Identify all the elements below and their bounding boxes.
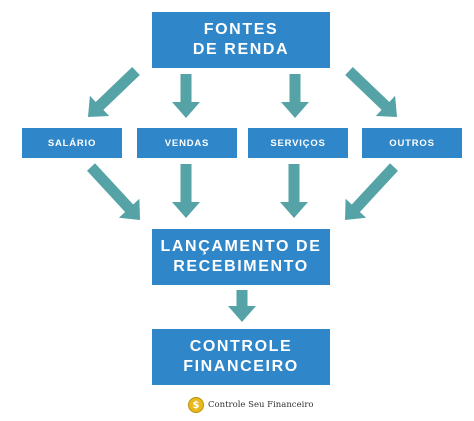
arrow-vendas-to-lancamento: [172, 164, 200, 218]
brand-name: Controle Seu Financeiro: [208, 400, 314, 410]
coin-symbol: $: [192, 399, 200, 411]
arrow-fontes-to-vendas: [172, 74, 200, 118]
arrow-lancamento-to-controle: [228, 290, 256, 322]
box-lancamento-de-recebimento: LANÇAMENTO DE RECEBIMENTO: [152, 229, 330, 285]
box-vendas-label: VENDAS: [164, 137, 210, 149]
box-salario: SALÁRIO: [22, 128, 122, 158]
box-fontes-de-renda: FONTES DE RENDA: [152, 12, 330, 68]
arrow-outros-to-lancamento: [345, 163, 398, 220]
box-lancamento-line1: LANÇAMENTO DE: [160, 238, 322, 255]
footer-brand: $ Controle Seu Financeiro: [188, 397, 314, 413]
box-fontes-line1: FONTES: [203, 21, 279, 38]
box-servicos: SERVIÇOS: [248, 128, 348, 158]
box-vendas: VENDAS: [137, 128, 237, 158]
box-lancamento-line2: RECEBIMENTO: [173, 258, 309, 275]
box-servicos-label: SERVIÇOS: [270, 137, 326, 149]
box-controle-line1: CONTROLE: [189, 338, 293, 355]
box-outros: OUTROS: [362, 128, 462, 158]
arrow-servicos-to-lancamento: [280, 164, 308, 218]
box-outros-label: OUTROS: [389, 137, 435, 149]
box-controle-financeiro: CONTROLE FINANCEIRO: [152, 329, 330, 385]
arrow-fontes-to-salario: [88, 67, 140, 117]
arrow-fontes-to-servicos: [281, 74, 309, 118]
dollar-coin-icon: $: [188, 397, 204, 413]
box-controle-line2: FINANCEIRO: [183, 358, 299, 375]
arrow-fontes-to-outros: [345, 67, 397, 117]
box-salario-label: SALÁRIO: [47, 137, 97, 149]
box-fontes-line2: DE RENDA: [192, 41, 290, 58]
arrow-salario-to-lancamento: [87, 163, 140, 220]
